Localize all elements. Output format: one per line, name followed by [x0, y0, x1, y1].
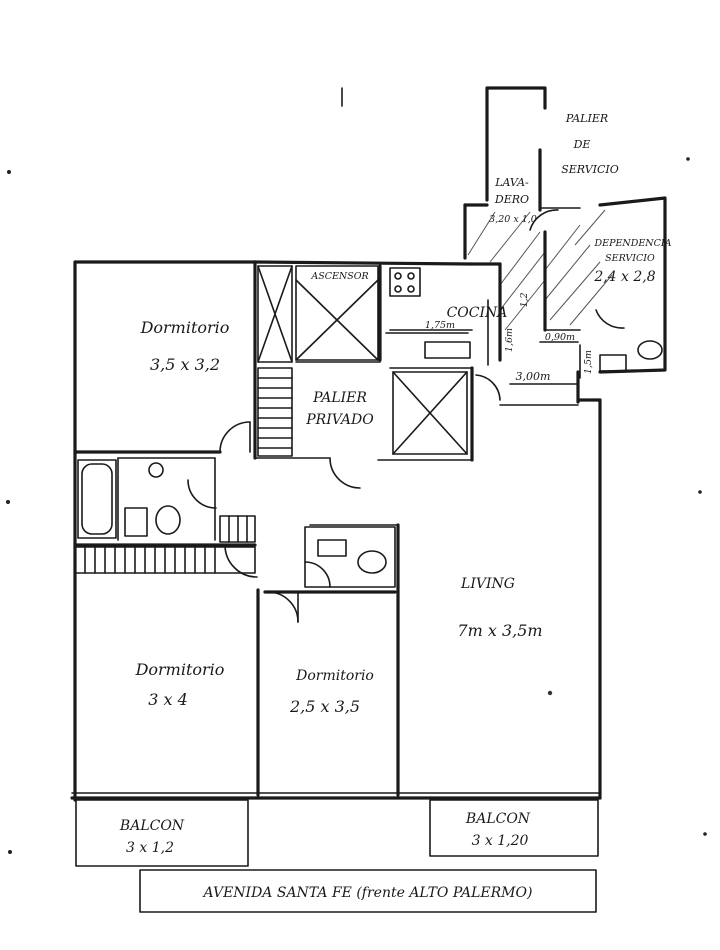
palier-servicio-line2: DE	[573, 138, 591, 151]
marker-dot	[547, 690, 553, 696]
palier-privado-line1: PALIER	[312, 390, 367, 406]
dormitorio-1-size: 3,5 x 3,2	[150, 355, 220, 374]
elevator-shafts	[257, 265, 468, 457]
dormitorio-2-name: Dormitorio	[135, 660, 225, 679]
door-swings	[187, 209, 625, 623]
dependencia-line1: DEPENDENCIA	[594, 238, 672, 249]
hatched-service-area	[467, 209, 613, 331]
living-size: 7m x 3,5m	[457, 621, 542, 640]
walls	[70, 260, 602, 802]
palier-privado-line2: PRIVADO	[305, 412, 374, 428]
service-walls	[463, 86, 667, 374]
balcon-1-size: 3 x 1,2	[126, 840, 174, 856]
ascensor-label: ASCENSOR	[310, 271, 368, 282]
dependencia-line2: SERVICIO	[605, 253, 655, 264]
service-width-dim: 0,90m	[545, 332, 575, 343]
street-frame	[139, 869, 597, 913]
kitchen-height-dim: 1,6m	[504, 328, 515, 352]
living-name: LIVING	[460, 576, 515, 592]
cocina-name: COCINA	[447, 305, 508, 321]
dimension-lines	[385, 299, 581, 385]
dormitorio-3-name: Dormitorio	[295, 668, 374, 684]
lavadero-size: 3,20 x 1,0	[489, 214, 537, 225]
balcon-2-size: 3 x 1,20	[472, 833, 529, 849]
lavadero-line1: LAVA-	[494, 176, 529, 189]
street-label: AVENIDA SANTA FE (frente ALTO PALERMO)	[202, 885, 533, 901]
balcon-1-name: BALCON	[119, 818, 185, 834]
balcon-2-name: BALCON	[465, 811, 531, 827]
service-height-dim: 1,5m	[583, 350, 594, 374]
kitchen-width-dim: 1,75m	[425, 320, 455, 331]
dormitorio-2-size: 3 x 4	[148, 690, 188, 709]
kitchen-fixtures	[389, 267, 473, 359]
balconies	[75, 799, 599, 867]
kitchen-extra-dim: 1,2	[519, 292, 530, 307]
bathroom-fixtures	[81, 462, 387, 574]
scan-marks	[6, 87, 707, 854]
dormitorio-1-name: Dormitorio	[140, 318, 230, 337]
kitchen-depth-dim: 3,00m	[516, 370, 551, 383]
dormitorio-3-size: 2,5 x 3,5	[289, 697, 360, 716]
dependencia-size: 2,4 x 2,8	[593, 269, 655, 285]
palier-servicio-line3: SERVICIO	[561, 163, 619, 176]
lavadero-line2: DERO	[494, 193, 529, 206]
palier-servicio-line1: PALIER	[565, 112, 608, 125]
